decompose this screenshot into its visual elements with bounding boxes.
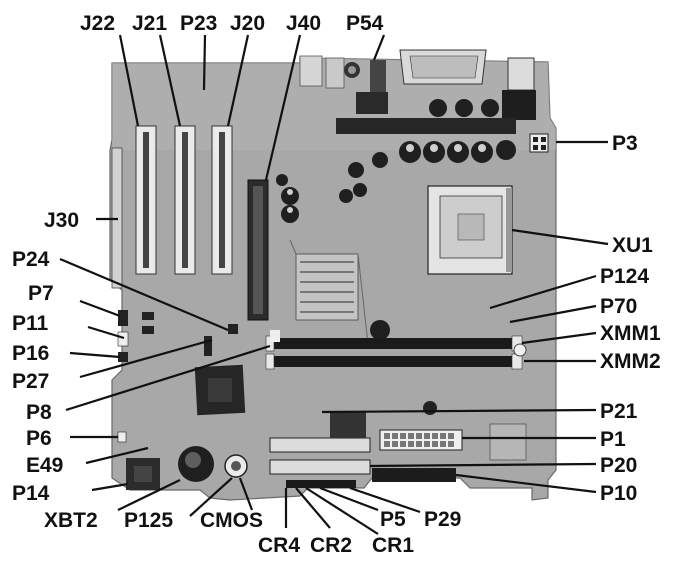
callout-p11: P11 [12,312,49,335]
motherboard [109,49,557,501]
callout-p6: P6 [26,427,52,450]
callout-cr2: CR2 [310,534,352,557]
callout-p1: P1 [600,428,626,451]
callout-p16: P16 [12,342,49,365]
callout-p21: P21 [600,400,638,423]
pci-slot-j21 [174,125,196,275]
callout-e49: E49 [26,454,63,477]
callout-p24: P24 [12,248,50,271]
callout-xmm2: XMM2 [600,350,661,373]
callout-p29: P29 [424,508,461,531]
battery-xbt2 [178,446,214,482]
callout-j40: J40 [286,12,321,35]
callout-xu1: XU1 [612,234,653,257]
ide-connector-p21 [269,437,371,453]
super-io-chip [330,412,366,438]
callout-p54: P54 [346,12,384,35]
callout-p70: P70 [600,295,637,318]
intel-chipset [194,364,246,416]
rear-io-cluster [299,49,536,120]
ide-connector-p20 [269,459,371,475]
left-headers [117,310,280,443]
callout-p8: P8 [26,401,52,424]
header-row [286,480,356,488]
callout-p5: P5 [380,508,406,531]
callout-p7: P7 [28,282,54,305]
callout-cmos: CMOS [200,509,263,532]
dimm-slot-xmm2 [265,353,523,370]
callout-p27: P27 [12,370,49,393]
callout-p3: P3 [612,132,638,155]
callout-p10: P10 [600,482,637,505]
callout-p14: P14 [12,482,50,505]
callout-j22: J22 [80,12,115,35]
pci-slot-j22 [135,125,157,275]
cpu-socket-xu1 [427,185,513,275]
callout-xbt2: XBT2 [44,509,98,532]
atx-power-p1 [379,429,463,451]
pci-slot-j20 [211,125,233,275]
power-connector-p3 [529,133,549,153]
callout-cr1: CR1 [372,534,414,557]
callout-p20: P20 [600,454,637,477]
leader-lines [59,34,609,535]
callout-cr4: CR4 [258,534,300,557]
capacitor-highlights [287,144,486,213]
floppy-connector-p10 [372,468,456,482]
agp-slot-j40 [247,179,269,321]
callout-j30: J30 [44,209,79,232]
callout-j20: J20 [230,12,265,35]
callout-p125: P125 [124,509,173,532]
cmos-jumper [224,454,248,478]
callout-p124: P124 [600,265,649,288]
callout-xmm1: XMM1 [600,322,661,345]
board-hole [513,343,527,357]
dimm-slot-xmm1 [265,335,523,352]
callout-p23: P23 [180,12,217,35]
bios-chip [489,423,527,461]
callout-j21: J21 [132,12,167,35]
callout-labels: J22 J21 P23 J20 J40 P54 P3 J30 XU1 P24 P… [12,12,661,557]
heatsink [289,239,410,345]
board-hole [423,401,437,415]
